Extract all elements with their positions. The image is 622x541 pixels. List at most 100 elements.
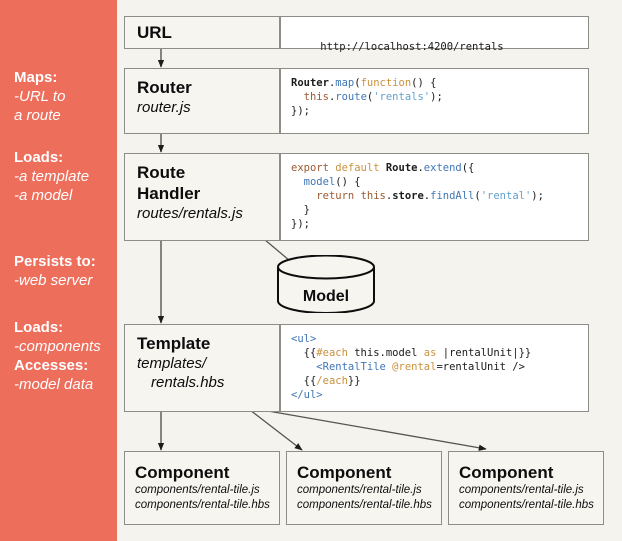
component-file-js: components/rental-tile.js xyxy=(297,484,422,496)
legend-title: Maps: xyxy=(14,69,58,86)
url-value-text: http://localhost:4200/rentals xyxy=(320,41,504,53)
model-label: Model xyxy=(302,288,350,305)
code-token: 'rental' xyxy=(480,190,532,202)
code-token: map xyxy=(335,77,355,89)
code-token: ); xyxy=(531,190,544,202)
legend-title: Persists to: xyxy=(14,253,96,270)
legend-line: -model data xyxy=(14,376,94,393)
code-token xyxy=(291,176,304,188)
code-token: {{ xyxy=(291,347,317,359)
code-token: findAll xyxy=(430,190,475,202)
template-file-line2: rentals.hbs xyxy=(151,374,225,391)
route-handler-code-pane[interactable]: export default Route.extend({ model() { … xyxy=(280,153,589,241)
arrow-template-to-component-3 xyxy=(267,410,487,451)
code-token: default xyxy=(335,162,380,174)
legend-line: a route xyxy=(14,107,61,124)
code-token: store xyxy=(392,190,424,202)
component-file-hbs: components/rental-tile.hbs xyxy=(297,499,432,511)
legend-group-persists: Persists to: -web server xyxy=(14,252,119,290)
code-token: ( xyxy=(354,77,361,89)
code-token: #each xyxy=(316,347,348,359)
code-token: this.model xyxy=(347,347,424,359)
code-token: . xyxy=(328,77,336,89)
code-token: } xyxy=(291,204,310,216)
component-title: Component xyxy=(135,463,230,482)
code-token: @rental xyxy=(392,361,437,373)
code-token: return xyxy=(316,190,355,202)
code-token: {{ xyxy=(291,375,317,387)
legend-line: -URL to xyxy=(14,88,66,105)
router-label-box[interactable]: Router router.js xyxy=(124,68,280,134)
template-label-box[interactable]: Template templates/ rentals.hbs xyxy=(124,324,280,412)
legend-line: -web server xyxy=(14,272,93,289)
code-token: . xyxy=(417,162,424,174)
code-token: . xyxy=(423,190,431,202)
component-file-hbs: components/rental-tile.hbs xyxy=(459,499,594,511)
component-file-js: components/rental-tile.js xyxy=(135,484,260,496)
code-token: export xyxy=(291,162,329,174)
code-token: }); xyxy=(291,218,310,230)
code-token: ); xyxy=(430,91,443,103)
code-token: }} xyxy=(347,375,361,387)
legend-group-maps: Maps: -URL to a route xyxy=(14,68,119,125)
code-token: this xyxy=(360,190,386,202)
template-title: Template xyxy=(137,334,211,353)
router-file: router.js xyxy=(137,99,191,116)
code-token: . xyxy=(328,91,336,103)
code-token: as xyxy=(423,347,437,359)
url-title: URL xyxy=(137,23,172,42)
code-token: ( xyxy=(366,91,374,103)
legend-group-loads-template: Loads: -a template -a model xyxy=(14,148,119,205)
legend-panel: Maps: -URL to a route Loads: -a template… xyxy=(0,0,117,541)
url-label-box[interactable]: URL xyxy=(124,16,280,49)
code-token: Router xyxy=(291,77,329,89)
legend-line: -a model xyxy=(14,187,73,204)
component-title: Component xyxy=(297,463,392,482)
template-file-line1: templates/ xyxy=(137,355,207,372)
legend-title: Accesses: xyxy=(14,357,89,374)
component-box-1[interactable]: Component components/rental-tile.js comp… xyxy=(124,451,280,525)
code-token: <RentalTile xyxy=(316,361,386,373)
component-box-2[interactable]: Component components/rental-tile.js comp… xyxy=(286,451,442,525)
code-token: </ul> xyxy=(291,389,323,401)
code-token: function xyxy=(360,77,412,89)
code-token: model xyxy=(303,176,336,188)
code-token: }); xyxy=(291,105,310,117)
component-box-3[interactable]: Component components/rental-tile.js comp… xyxy=(448,451,604,525)
legend-line: -components xyxy=(14,338,101,355)
code-token: ({ xyxy=(461,162,475,174)
template-code-pane[interactable]: <ul> {{#each this.model as |rentalUnit|}… xyxy=(280,324,589,412)
route-handler-label-box[interactable]: Route Handler routes/rentals.js xyxy=(124,153,280,241)
code-token xyxy=(291,361,316,373)
route-handler-title-line1: Route xyxy=(137,163,186,182)
arrow-template-to-component-2 xyxy=(249,409,303,451)
route-handler-file: routes/rentals.js xyxy=(137,205,243,222)
component-file-js: components/rental-tile.js xyxy=(459,484,584,496)
code-token: ( xyxy=(474,190,481,202)
code-token: () { xyxy=(335,176,361,188)
legend-title: Loads: xyxy=(14,149,64,166)
code-token: Route xyxy=(385,162,418,174)
code-token: |rentalUnit|}} xyxy=(436,347,532,359)
code-token: <ul> xyxy=(291,333,317,345)
cylinder-icon xyxy=(277,254,375,314)
code-token: extend xyxy=(423,162,462,174)
code-token: this xyxy=(303,91,329,103)
legend-line: -a template xyxy=(14,168,90,185)
legend-title: Loads: xyxy=(14,319,64,336)
code-token: () { xyxy=(411,77,437,89)
router-title: Router xyxy=(137,78,192,97)
code-token: 'rentals' xyxy=(373,91,431,103)
component-title: Component xyxy=(459,463,554,482)
router-code-pane[interactable]: Router.map(function() { this.route('rent… xyxy=(280,68,589,134)
code-token xyxy=(291,190,316,202)
legend-group-loads-components: Loads: -components Accesses: -model data xyxy=(14,318,119,394)
model-datastore[interactable]: Model xyxy=(276,254,376,314)
url-value-field[interactable]: http://localhost:4200/rentals xyxy=(280,16,589,53)
code-token xyxy=(291,91,304,103)
code-token: /each xyxy=(316,375,348,387)
component-file-hbs: components/rental-tile.hbs xyxy=(135,499,270,511)
code-token: . xyxy=(385,190,393,202)
code-token: route xyxy=(335,91,367,103)
